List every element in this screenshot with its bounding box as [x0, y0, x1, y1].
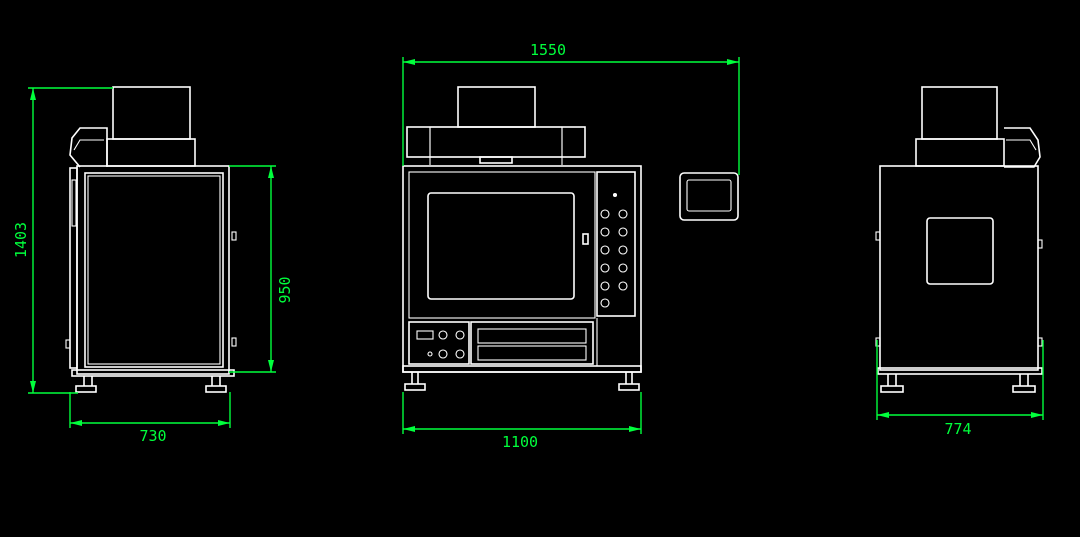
dim-height-1403: 1403 [12, 222, 30, 258]
dim-width-774: 774 [944, 420, 971, 438]
control-panel-buttons [600, 192, 628, 308]
dim-width-730: 730 [139, 427, 166, 445]
dim-body-width-1100: 1100 [502, 433, 538, 451]
right-side-view: 774 [875, 86, 1044, 438]
left-side-view: 1403 950 730 [12, 86, 294, 445]
front-view: 1550 1100 [402, 41, 740, 451]
dim-overall-width-1550: 1550 [530, 41, 566, 59]
dim-body-height-950: 950 [276, 276, 294, 303]
